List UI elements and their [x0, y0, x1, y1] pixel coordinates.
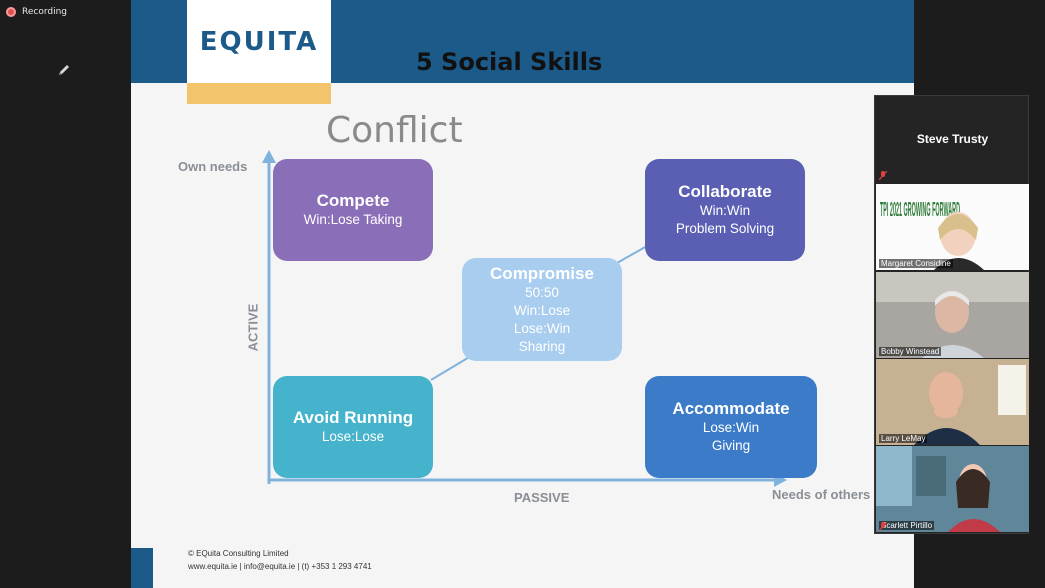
- avoid-line: Lose:Lose: [321, 429, 385, 444]
- active-speaker-tile[interactable]: Steve Trusty: [875, 96, 1030, 182]
- compromise-line: 50:50: [525, 284, 559, 300]
- compromise-box: Compromise 50:50 Win:Lose Lose:Win Shari…: [462, 258, 622, 361]
- participant-name: Bobby Winstead: [879, 347, 942, 356]
- participant-tile[interactable]: Scarlett Pirtillo: [876, 446, 1029, 532]
- participant-name: Margaret Considine: [879, 259, 953, 268]
- participant-tile[interactable]: TPI 2021 GROWING FORWARD Margaret Consid…: [876, 184, 1029, 270]
- collaborate-line: Win:Win: [699, 203, 751, 218]
- record-icon: [6, 7, 16, 17]
- compromise-line: Win:Lose: [513, 302, 571, 318]
- accommodate-line: Lose:Win: [702, 420, 760, 435]
- compete-line: Win:Lose Taking: [303, 212, 403, 227]
- equita-logo: EQUITA: [187, 0, 331, 83]
- accommodate-box: Accommodate Lose:Win Giving: [645, 376, 817, 478]
- avoid-box: Avoid Running Lose:Lose: [273, 376, 433, 478]
- participant-tile[interactable]: Larry LeMay: [876, 359, 1029, 445]
- pen-annotation-icon[interactable]: [57, 63, 71, 77]
- y-axis-label-active: ACTIVE: [245, 303, 261, 352]
- connector-line-upper: [616, 245, 648, 264]
- shared-slide: EQUITA 5 Social Skills Conflict Own need…: [131, 0, 914, 588]
- collaborate-line: Problem Solving: [675, 221, 775, 236]
- recording-indicator: Recording: [6, 7, 67, 17]
- x-axis-label-needs-of-others: Needs of others: [772, 487, 871, 502]
- participant-name: Larry LeMay: [879, 434, 928, 443]
- accommodate-line: Giving: [711, 438, 751, 453]
- muted-mic-icon: [879, 522, 887, 531]
- compromise-line: Sharing: [518, 338, 566, 354]
- slide-subtitle: Conflict: [326, 110, 463, 151]
- logo-accent-bar: [187, 83, 331, 104]
- y-axis-arrowhead: [262, 150, 276, 163]
- collaborate-title: Collaborate: [678, 182, 772, 201]
- avoid-title: Avoid Running: [292, 408, 414, 427]
- y-axis-label-own-needs: Own needs: [178, 159, 248, 174]
- footer-accent-strip: [131, 548, 153, 588]
- video-feed: [876, 272, 1029, 358]
- video-feed: TPI 2021 GROWING FORWARD: [876, 184, 1029, 270]
- speaker-name: Steve Trusty: [916, 132, 989, 146]
- accommodate-title: Accommodate: [672, 399, 790, 418]
- compromise-line: Lose:Win: [513, 320, 571, 336]
- participant-tile[interactable]: Bobby Winstead: [876, 272, 1029, 358]
- x-axis-label-passive: PASSIVE: [514, 490, 570, 505]
- recording-label: Recording: [22, 7, 68, 17]
- footer-contact: www.equita.ie | info@equita.ie | (t) +35…: [188, 562, 372, 571]
- slide-title: 5 Social Skills: [416, 48, 603, 76]
- participant-name: Scarlett Pirtillo: [879, 521, 935, 530]
- compete-title: Compete: [316, 191, 390, 210]
- compromise-title: Compromise: [490, 263, 594, 283]
- muted-mic-icon: [879, 171, 887, 180]
- video-feed: [876, 446, 1029, 532]
- compete-box: Compete Win:Lose Taking: [273, 159, 433, 261]
- video-feed: [876, 359, 1029, 445]
- footer-copyright: © EQuita Consulting Limited: [188, 549, 289, 558]
- logo-text: EQUITA: [199, 26, 319, 57]
- video-background-text: TPI 2021 GROWING FORWARD: [880, 199, 960, 221]
- collaborate-box: Collaborate Win:Win Problem Solving: [645, 159, 805, 261]
- connector-line-lower: [430, 355, 472, 381]
- participants-panel: Steve Trusty TPI 2021 GROWING FORWARD Ma…: [874, 95, 1029, 534]
